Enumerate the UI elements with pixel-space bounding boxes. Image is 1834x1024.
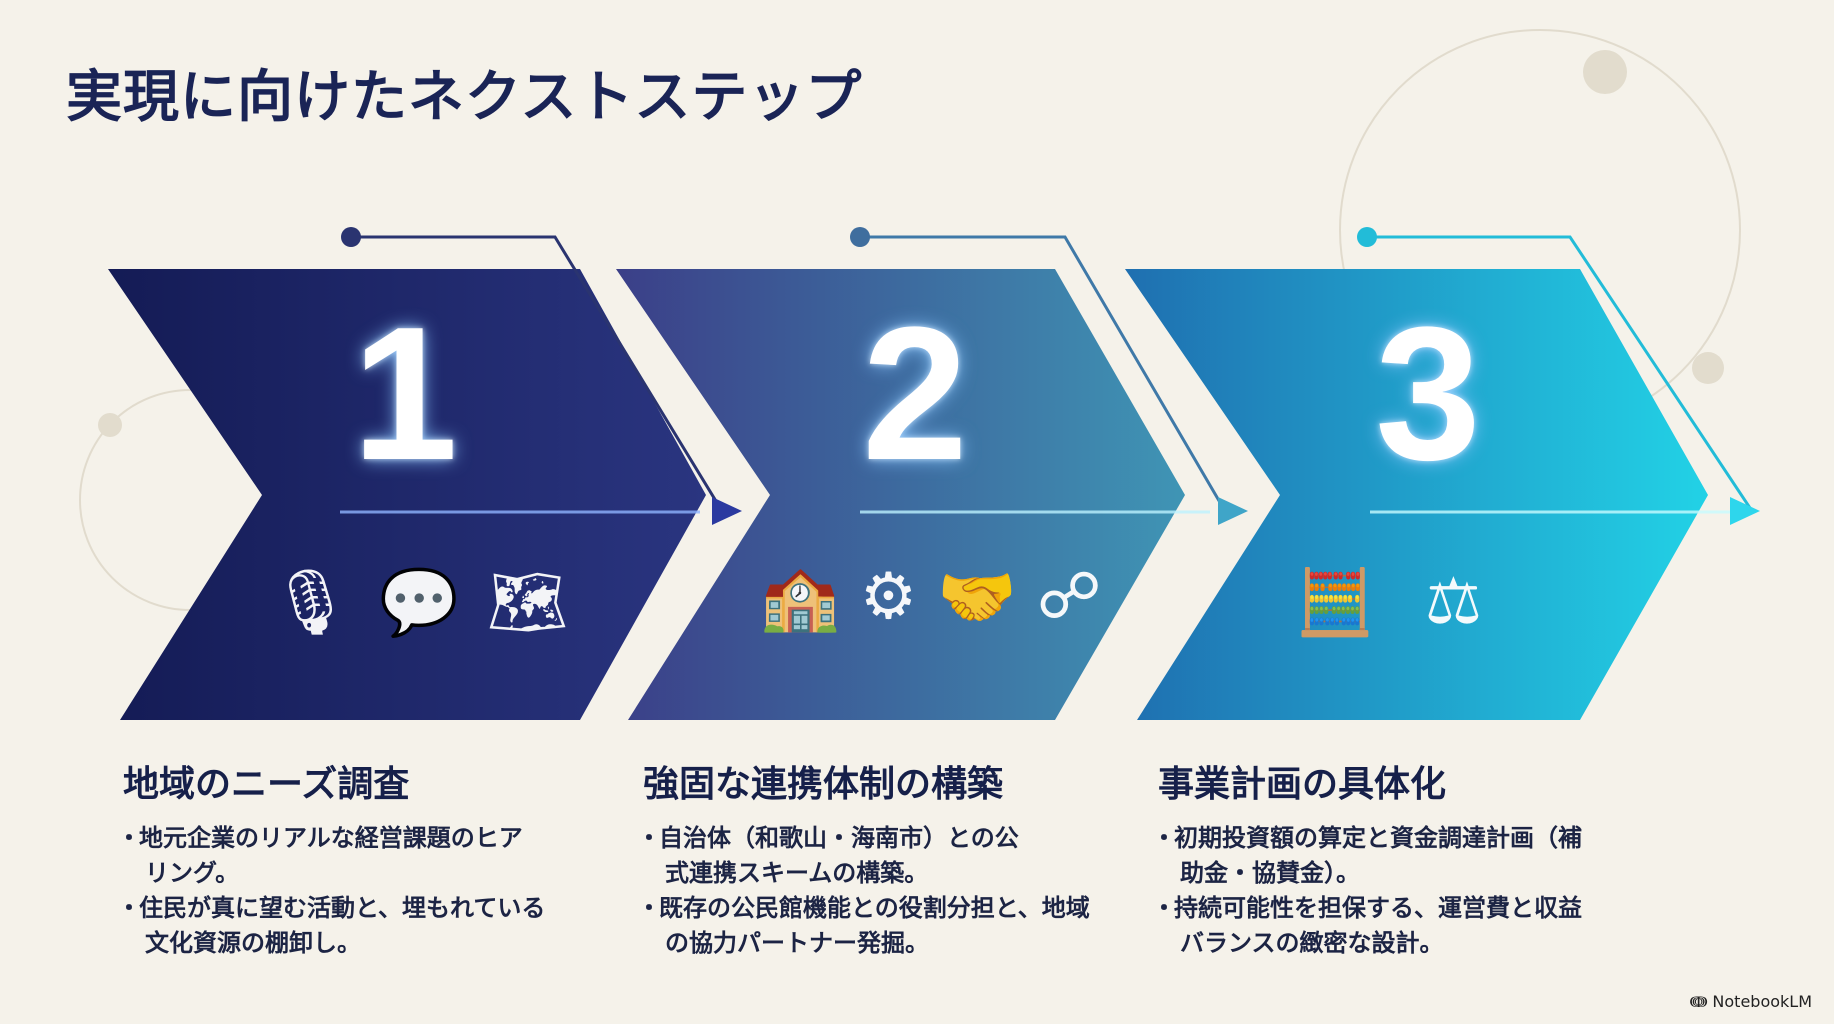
step-1-bullet: 地元企業のリアルな経営課題のヒアリング。 [123,821,545,891]
step-2-number: 2 [862,288,968,500]
step-1-details: 地域のニーズ調査 地元企業のリアルな経営課題のヒアリング。 住民が真に望む活動と… [123,755,603,961]
brand-watermark: ↈ NotebookLM [1690,992,1812,1012]
step-2-heading: 強固な連携体制の構築 [643,764,1004,805]
step-3-bullet: 持続可能性を担保する、運営費と収益バランスの緻密な設計。 [1158,891,1600,961]
balance-growth-icon: ⚖ [1424,565,1483,639]
network-people-icon: ☍ [1036,560,1102,634]
brand-label: NotebookLM [1712,992,1812,1011]
step-2-bullet: 自治体（和歌山・海南市）との公式連携スキームの構築。 [643,821,1035,891]
microphone-icon: 🎙 [270,566,352,640]
handshake-icon: 🤝 [937,561,1017,635]
step-1-number: 1 [352,288,458,500]
step-2-bullet: 既存の公民館機能との役割分担と、地域の協力パートナー発掘。 [643,891,1105,961]
step-3-heading: 事業計画の具体化 [1158,764,1447,805]
step-3-bullet: 初期投資額の算定と資金調達計画（補助金・協賛金）。 [1158,821,1600,891]
step-3-chevron [1125,269,1708,720]
map-search-icon: 🗺 [486,566,569,640]
chat-bubbles-icon: 💬 [379,566,459,640]
step-1-heading: 地域のニーズ調査 [123,764,410,805]
town-hall-icon: 🏫 [760,561,840,635]
calculator-coins-icon: 🧮 [1295,566,1375,640]
step-1-bullet: 住民が真に望む活動と、埋もれている文化資源の棚卸し。 [123,891,565,961]
page-title: 実現に向けたネクストステップ [66,65,863,130]
step-3-number: 3 [1375,288,1481,500]
gears-icon: ⚙ [859,560,918,634]
step-3-details: 事業計画の具体化 初期投資額の算定と資金調達計画（補助金・協賛金）。 持続可能性… [1158,755,1638,961]
step-2-details: 強固な連携体制の構築 自治体（和歌山・海南市）との公式連携スキームの構築。 既存… [643,755,1123,961]
step-2-chevron [616,269,1185,720]
notebooklm-logo-icon: ↈ [1689,992,1713,1011]
step-1-chevron [108,269,706,720]
